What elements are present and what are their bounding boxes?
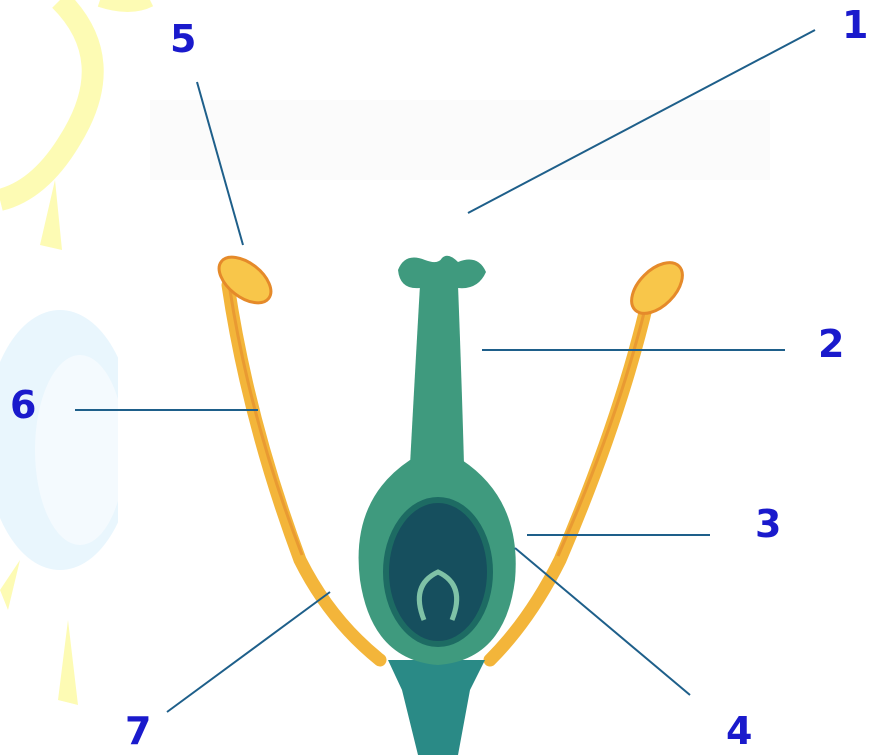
stamen-right [490, 253, 692, 660]
decor-white-mask [118, 300, 178, 590]
label-2: 2 [818, 325, 844, 363]
stamen-left [211, 248, 380, 660]
decor-blue-swirl-inner [35, 355, 125, 545]
receptacle [388, 660, 485, 755]
filament-left [228, 285, 380, 660]
decor-yellow-arc [0, 0, 93, 200]
stigma [398, 256, 486, 288]
label-5: 5 [170, 20, 196, 58]
decor-yellow-spike-1 [40, 180, 62, 250]
label-3: 3 [755, 505, 781, 543]
anther-left [211, 248, 279, 312]
ovule [419, 572, 456, 620]
decor-faint-panel [150, 100, 770, 180]
label-4: 4 [726, 712, 752, 750]
pistil [359, 256, 516, 755]
filament-right [490, 300, 648, 660]
label-7: 7 [125, 712, 151, 750]
label-1: 1 [842, 6, 868, 44]
decor-yellow-spike-3 [58, 620, 78, 705]
leader-line-4 [515, 548, 690, 695]
leader-line-7 [167, 592, 330, 712]
label-6: 6 [10, 386, 36, 424]
style [410, 285, 464, 465]
decor-yellow-arc-top [100, 0, 150, 5]
decor-yellow-spike-2 [0, 560, 20, 610]
anther-right [622, 253, 691, 322]
